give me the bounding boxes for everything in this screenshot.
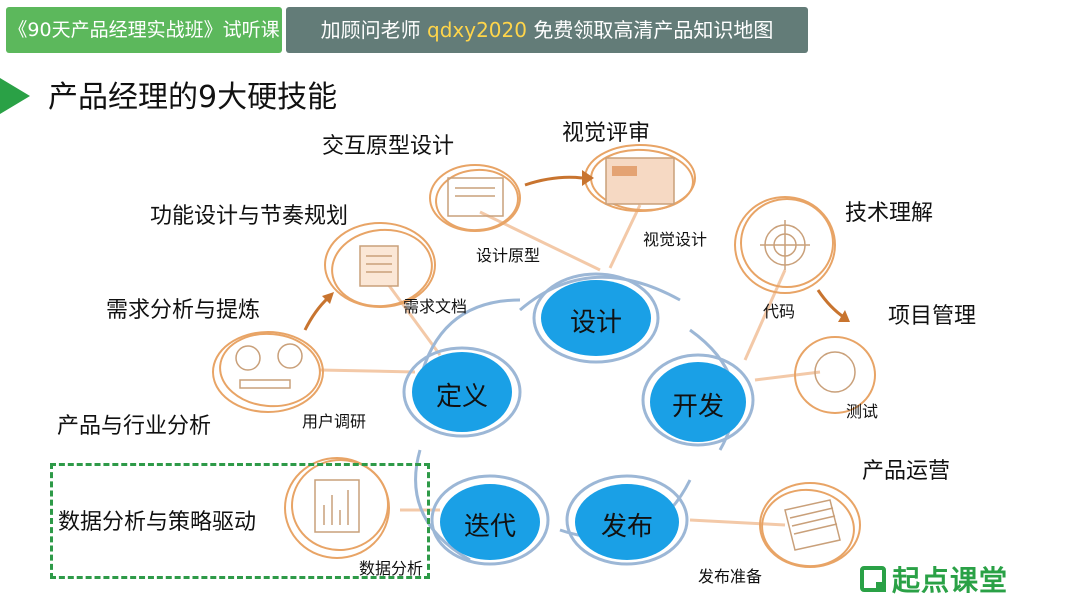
cycle-node-release: 发布 — [600, 512, 653, 542]
cycle-node-define: 定义 — [435, 382, 488, 412]
promo-prefix: 加顾问老师 — [320, 18, 428, 42]
activity-prototype: 设计原型 — [476, 246, 541, 265]
page-title: 产品经理的9大硬技能 — [48, 80, 338, 115]
promo-suffix: 免费领取高清产品知识地图 — [526, 18, 774, 42]
skill-industry-analysis: 产品与行业分析 — [57, 414, 212, 439]
activity-user-research: 用户调研 — [302, 412, 367, 431]
connector-lines — [319, 204, 821, 527]
cycle-node-iterate: 迭代 — [463, 512, 516, 542]
skill-requirement-analysis: 需求分析与提炼 — [106, 298, 261, 323]
skill-visual-review: 视觉评审 — [562, 121, 651, 146]
activity-code: 代码 — [763, 302, 796, 321]
highlight-dashed-box — [50, 463, 430, 579]
cycle-nodes — [412, 280, 746, 560]
skill-interaction-prototype: 交互原型设计 — [322, 134, 455, 159]
cycle-node-develop: 开发 — [671, 392, 724, 422]
sketch-icons — [235, 157, 856, 551]
activity-release-prep: 发布准备 — [698, 567, 763, 586]
brand-name: 起点课堂 — [892, 564, 1009, 597]
activity-visual-design: 视觉设计 — [643, 230, 708, 249]
skill-project-management: 项目管理 — [888, 304, 977, 329]
cycle-node-design: 设计 — [569, 308, 622, 338]
title-arrow-icon — [0, 78, 30, 114]
course-tag: 《90天产品经理实战班》试听课 — [6, 7, 282, 53]
skill-feature-planning: 功能设计与节奏规划 — [150, 204, 349, 229]
promo-banner: 加顾问老师 qdxy2020 免费领取高清产品知识地图 — [286, 7, 808, 53]
activity-data-analysis: 数据分析 — [359, 559, 424, 578]
skill-operations: 产品运营 — [862, 459, 951, 484]
skill-data-analysis: 数据分析与策略驱动 — [58, 510, 257, 535]
activity-testing: 测试 — [846, 402, 879, 421]
skill-tech-understanding: 技术理解 — [845, 201, 934, 226]
promo-id: qdxy2020 — [427, 18, 527, 42]
brand-logo: 起点课堂 — [860, 560, 1008, 598]
activity-requirements-doc: 需求文档 — [403, 297, 468, 316]
brand-mark-icon — [860, 566, 886, 592]
arrowheads — [322, 170, 850, 322]
